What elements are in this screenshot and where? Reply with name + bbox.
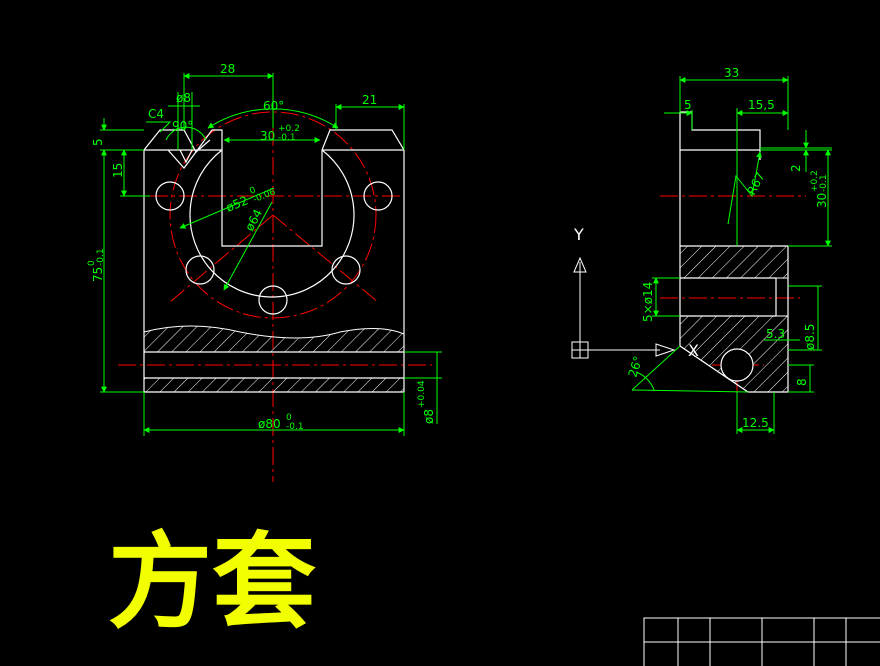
front-outline [143, 129, 405, 393]
dim-30-tol-upper: +0.2 [810, 170, 820, 192]
dim-12-5: 12.5 [742, 416, 769, 430]
dim-8-5: ø8.5 [803, 324, 817, 350]
dim-5x14: 5×ø14 [641, 282, 655, 322]
dim-8: 8 [795, 378, 809, 386]
dim-left-5: 5 [91, 138, 105, 146]
dim-c4: C4 [148, 107, 164, 121]
dim-bore: ø52 [224, 193, 250, 214]
ucs-y-label: Y [573, 225, 584, 244]
dim-30-tol-lower: -0.1 [819, 174, 829, 192]
dim-5-3: 5.3 [766, 327, 785, 341]
dim-90-angle: 90° [172, 119, 193, 133]
dim-60-angle: 60° [263, 99, 284, 113]
bolt-hole-left-top [155, 181, 185, 211]
dim-slot-tol-lower: -0.1 [278, 133, 296, 143]
dim-hole-dia: ø8 [176, 91, 191, 105]
dim-right-hole-tol: +0.04 [417, 380, 427, 408]
ucs-icon [571, 256, 676, 359]
bolt-hole-left-bottom [185, 255, 215, 285]
dim-bore-tol-upper: 0 [248, 185, 257, 197]
side-dim-lines [631, 76, 832, 434]
bolt-hole-bottom [258, 285, 288, 315]
dim-2: 2 [789, 164, 803, 172]
dim-height-75: 75 [91, 267, 105, 282]
dim-33: 33 [724, 66, 739, 80]
dim-width-80: ø80 [258, 417, 281, 431]
dim-21: 21 [362, 93, 377, 107]
dim-26-angle: 26° [626, 354, 646, 379]
dim-slot-30: 30 [260, 129, 275, 143]
front-view: 28 21 C4 ø8 90° 60° 30 +0.2 -0.1 ø52 0 -… [87, 62, 442, 482]
dim-width-tol-upper: 0 [286, 413, 292, 423]
bolt-hole-right-bottom [331, 255, 361, 285]
dim-5: 5 [684, 98, 692, 112]
drawing-title: 方套 [108, 521, 316, 643]
title-block [643, 617, 880, 666]
dim-height-tol-lower: -0.1 [96, 248, 106, 266]
side-hole [720, 348, 754, 382]
bolt-hole-right-top [363, 181, 393, 211]
side-outline [679, 111, 789, 393]
dim-slot-tol-upper: +0.2 [278, 124, 300, 134]
dim-28: 28 [220, 62, 235, 76]
dim-left-15: 15 [111, 163, 125, 178]
pitch-circle [169, 111, 377, 319]
ucs-x-label: X [688, 341, 699, 360]
side-view: 33 5 15,5 2 R67 30 +0.2 -0.1 5×ø14 26° 5… [626, 66, 832, 434]
dim-30-side: 30 [815, 193, 829, 208]
dim-height-tol-upper: 0 [87, 260, 97, 266]
dim-right-hole: ø8 [422, 409, 436, 424]
dim-width-tol-lower: -0.1 [286, 422, 304, 432]
front-dim-texts: 28 21 C4 ø8 90° 60° 30 +0.2 -0.1 ø52 0 -… [87, 62, 436, 432]
front-hatch [143, 325, 405, 393]
dim-r67: R67 [744, 170, 767, 197]
front-dim-lines [100, 73, 442, 436]
dim-15-5: 15,5 [748, 98, 775, 112]
